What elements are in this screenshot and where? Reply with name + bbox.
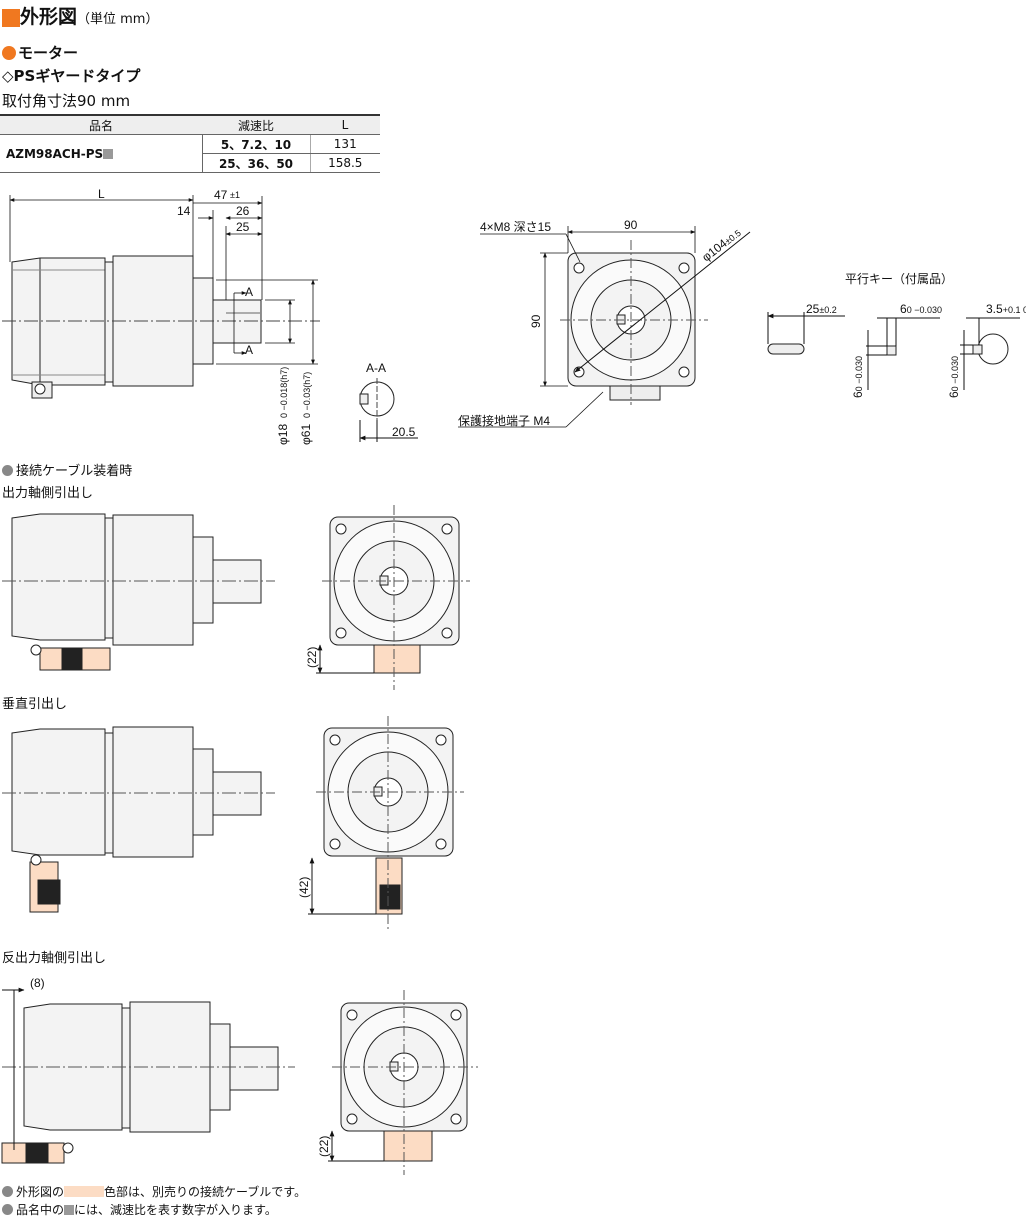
motor-front-view (560, 231, 751, 405)
note-cable-color: 外形図の色部は、別売りの接続ケーブルです。 (2, 1183, 306, 1200)
col-header-L: L (310, 114, 380, 135)
section-label-aa: A-A (366, 361, 386, 375)
dim-22-opposite: (22) (317, 1136, 331, 1157)
dim-42-vertical: (42) (297, 877, 311, 898)
ratio-cell: 5、7.2、10 (202, 134, 311, 154)
parallel-key (767, 312, 1020, 390)
gray-dot-icon (2, 465, 13, 476)
dim-phi18-tol: 0 −0.018(h7) (279, 367, 289, 418)
dim-14: 14 (177, 204, 191, 218)
cable-heading: 接続ケーブル装着時 (2, 460, 132, 479)
dim-phi104: φ104±0.5 (699, 225, 743, 264)
ground-terminal-label: 保護接地端子 M4 (458, 413, 550, 428)
key-dim-3-5: 3.5+0.1 0 (986, 302, 1026, 316)
product-name-cell: AZM98ACH-PS (0, 134, 203, 173)
dim-47: 47 (214, 188, 228, 202)
dim-phi18: φ18 (276, 424, 290, 445)
gear-type-heading: ◇PSギヤードタイプ (2, 67, 141, 85)
L-cell: 158.5 (310, 153, 380, 173)
L-cell: 131 (310, 134, 380, 154)
gray-dot-icon (2, 1204, 13, 1215)
key-dim-6: 60 −0.030 (900, 302, 942, 316)
mount-size-heading: 取付角寸法90 mm (2, 92, 131, 110)
note-product-name: 品名中のには、減速比を表す数字が入ります。 (2, 1201, 277, 1218)
vertical-view (2, 716, 464, 930)
gray-square-icon (64, 1205, 75, 1215)
page-title: 外形図（単位 mm） (2, 2, 158, 29)
dim-phi61-tol: 0 −0.03(h7) (302, 372, 312, 418)
dim-90-horizontal: 90 (624, 218, 638, 232)
motor-heading: モーター (2, 42, 78, 63)
key-dim-6-slot: 60 −0.030 (947, 356, 961, 398)
ratio-cell: 25、36、50 (202, 153, 311, 173)
col-header-name: 品名 (0, 114, 202, 135)
dim-L: L (98, 187, 105, 201)
vertical-label: 垂直引出し (2, 697, 68, 712)
key-dim-25: 25±0.2 (806, 302, 837, 316)
spec-table: 品名 減速比 L AZM98ACH-PS 5、7.2、10 131 25、36、… (0, 114, 380, 173)
gray-dot-icon (2, 1186, 13, 1197)
key-dim-6-height: 60 −0.030 (851, 356, 865, 398)
dim-90-vertical: 90 (529, 314, 543, 328)
opposite-side-label: 反出力軸側引出し (2, 951, 107, 966)
section-A-top: A (245, 285, 253, 299)
output-side-label: 出力軸側引出し (2, 486, 94, 501)
gray-square-icon (103, 148, 114, 159)
section-A-bottom: A (245, 343, 253, 357)
holes-label: 4×M8 深さ15 (480, 220, 551, 234)
dim-26: 26 (236, 204, 250, 218)
peach-swatch-icon (64, 1186, 105, 1197)
dim-25: 25 (236, 220, 250, 234)
col-header-ratio: 減速比 (202, 114, 310, 135)
dim-8-opposite: (8) (30, 976, 45, 990)
dim-20-5: 20.5 (392, 425, 416, 439)
orange-dot-icon (2, 46, 16, 60)
shaft-section-aa (359, 378, 418, 442)
opposite-side-view (1, 987, 478, 1175)
dim-phi61: φ61 (299, 424, 313, 445)
motor-side-view (11, 255, 262, 399)
key-title: 平行キー（付属品） (845, 272, 953, 286)
title-square-icon (2, 8, 20, 27)
dim-47-tol: ±1 (230, 190, 240, 200)
output-side-view (2, 505, 470, 690)
dim-22-output: (22) (305, 647, 319, 668)
